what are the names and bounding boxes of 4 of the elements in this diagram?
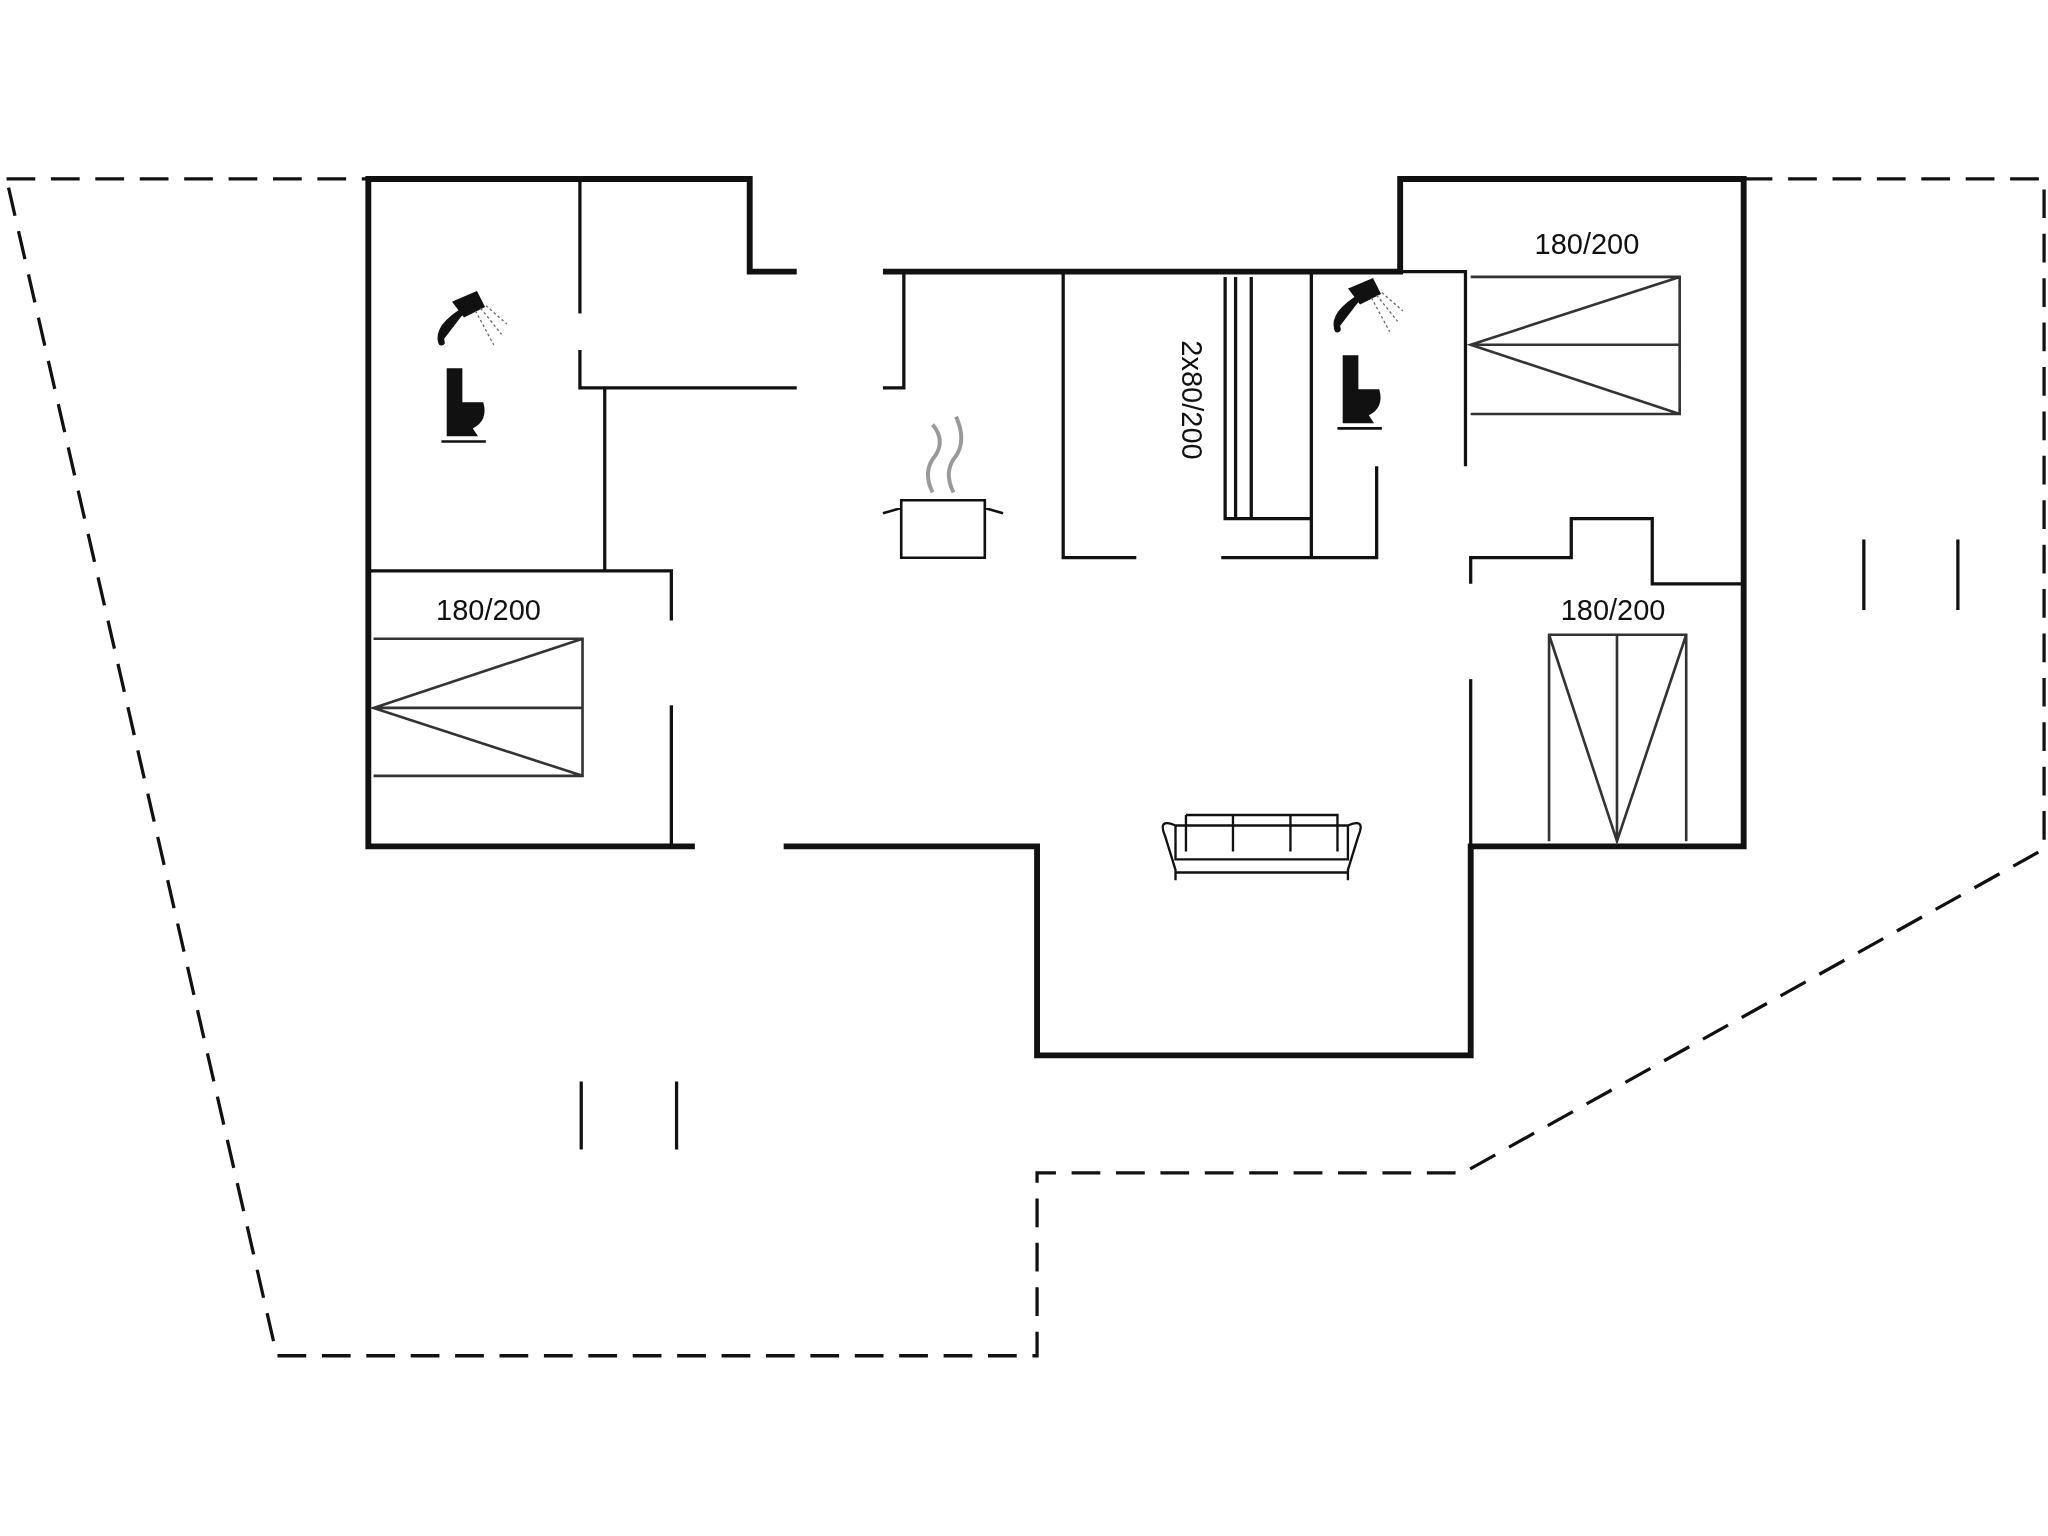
bed-size-label: 180/200 <box>1534 229 1640 259</box>
bed-size-label: 180/200 <box>436 595 541 625</box>
bed-size-label: 2x80/200 <box>1176 340 1206 460</box>
bed-size-label: 180/200 <box>1560 595 1666 625</box>
